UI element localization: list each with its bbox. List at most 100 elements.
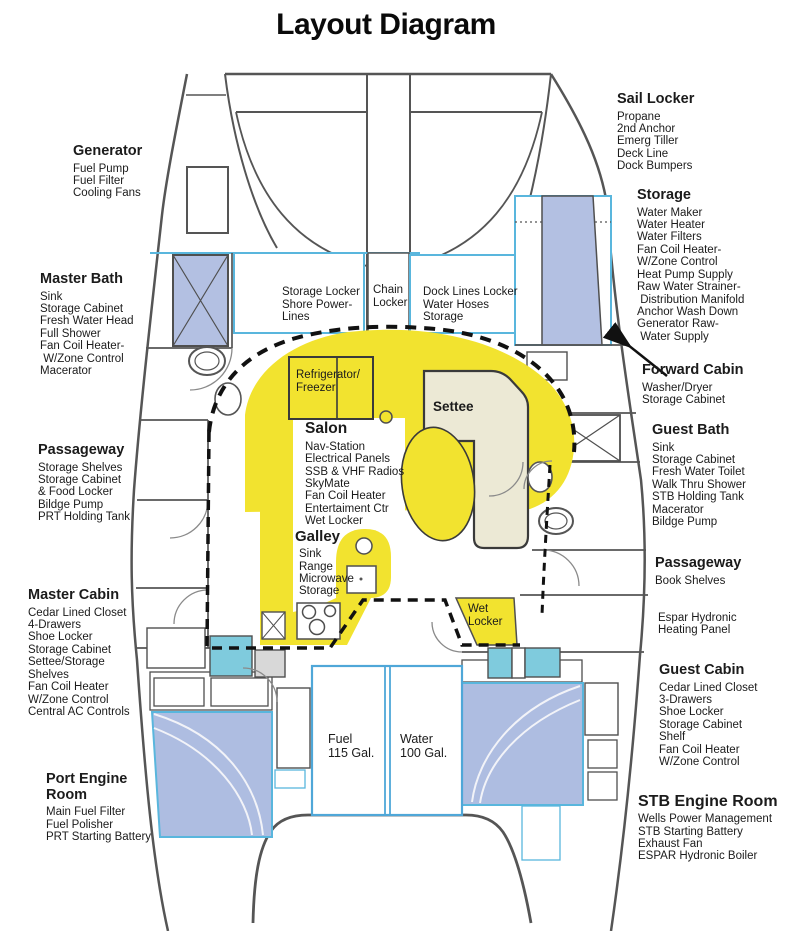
- salon-lower-dashed: [205, 431, 520, 650]
- master-sink: [188, 346, 226, 376]
- stb-berth: [461, 682, 584, 806]
- storage-pointer-arrow: [602, 322, 668, 377]
- passageway-port-label: Passageway Storage Shelves Storage Cabin…: [38, 442, 131, 524]
- tanks: [310, 664, 464, 817]
- burner: [301, 604, 317, 620]
- range-box: [296, 602, 341, 640]
- door-swing-arcs: [169, 347, 580, 703]
- page-title: Layout Diagram: [276, 8, 496, 41]
- galley-items: Sink Range Microwave Storage: [299, 548, 354, 598]
- passageway-port-items: Storage Shelves Storage Cabinet & Food L…: [38, 461, 131, 524]
- tank-divider: [384, 666, 391, 815]
- galley-label: Galley Sink Range Microwave Storage: [295, 528, 354, 598]
- stb-step: [521, 805, 561, 861]
- forward-cabin-heading: Forward Cabin: [642, 362, 744, 378]
- master-bath-label: Master Bath Sink Storage Cabinet Fresh W…: [40, 271, 134, 378]
- chain-locker-label: Chain Locker: [373, 284, 408, 309]
- water-tank-label: Water 100 Gal.: [400, 732, 448, 760]
- espar-panel-text: Espar Hydronic Heating Panel: [658, 612, 737, 637]
- storage-stb-heading: Storage: [637, 187, 691, 203]
- passageway-port-heading: Passageway: [38, 442, 125, 458]
- door-swing-arc: [189, 347, 233, 391]
- port-engine-room-heading: Port Engine Room: [46, 771, 128, 803]
- galley-heading: Galley: [295, 528, 341, 545]
- passageway-stb-label: Passageway Book Shelves: [655, 555, 741, 587]
- port-hull-outline: [130, 73, 189, 931]
- refrigerator-label: Refrigerator/ Freezer: [296, 369, 360, 394]
- foredeck-compartments: [150, 166, 612, 346]
- salon-post: [379, 410, 393, 424]
- dock-lines-locker-label: Dock Lines Locker Water Hoses Storage: [423, 286, 518, 324]
- salon-heading: Salon: [305, 420, 348, 437]
- guest-bath-label: Guest Bath Sink Storage Cabinet Fresh Wa…: [652, 422, 746, 529]
- small-locker: [511, 647, 526, 679]
- master-cabinet: [146, 627, 206, 669]
- galley-fixtures: [261, 537, 377, 640]
- salon-boundary-dashed: [205, 324, 577, 650]
- master-bath-heading: Master Bath: [40, 271, 123, 287]
- port-berth: [150, 711, 273, 838]
- wet-locker-label: Wet Locker: [468, 603, 503, 628]
- stb-engine-room-items: Wells Power Management STB Starting Batt…: [638, 813, 773, 863]
- teal-locker: [524, 647, 561, 678]
- fuel-tank-label: Fuel 115 Gal.: [328, 732, 375, 760]
- stb-engine-room-label: STB Engine Room Wells Power Management S…: [638, 793, 778, 863]
- forward-cabin-items: Washer/Dryer Storage Cabinet: [642, 381, 726, 407]
- door-swing-arc: [169, 499, 209, 539]
- trampoline-edge-port: [235, 111, 368, 267]
- burner: [323, 604, 337, 618]
- guest-toilet: [527, 461, 553, 493]
- sail-locker-label: Sail Locker Propane 2nd Anchor Emerg Til…: [617, 91, 695, 173]
- settee: [422, 369, 530, 550]
- gray-locker: [254, 649, 286, 678]
- pillow: [210, 677, 269, 707]
- generator-box: [186, 166, 229, 234]
- door-swing-arc: [488, 461, 524, 497]
- port-engine-room-label: Port Engine Room Main Fuel Filter Fuel P…: [46, 771, 152, 844]
- master-bath-items: Sink Storage Cabinet Fresh Water Head Fu…: [40, 290, 134, 378]
- pillow: [153, 677, 205, 707]
- guest-cabin-heading: Guest Cabin: [659, 662, 745, 678]
- stb-hull-outline: [549, 73, 646, 931]
- cockpit-outline: [251, 813, 533, 924]
- storage-locker-label: Storage Locker Shore Power- Lines: [282, 286, 360, 324]
- salon-label: Salon Nav-Station Electrical Panels SSB …: [305, 420, 405, 528]
- port-aft-cabinet: [276, 687, 311, 769]
- guest-bath-items: Sink Storage Cabinet Fresh Water Toilet …: [652, 441, 746, 529]
- water-tank-column: [541, 195, 603, 346]
- guest-bath-heading: Guest Bath: [652, 422, 730, 438]
- generator-items: Fuel Pump Fuel Filter Cooling Fans: [73, 162, 141, 200]
- forward-cabin-label: Forward Cabin Washer/Dryer Storage Cabin…: [642, 362, 744, 407]
- passageway-stb-items: Book Shelves: [655, 574, 726, 587]
- fuel-water-tanks: [310, 664, 464, 817]
- storage-stb-label: Storage Water Maker Water Heater Water F…: [637, 187, 745, 343]
- storage-locker-box: [233, 252, 365, 334]
- salon-dome-dashed-arc: [207, 324, 577, 453]
- teal-locker: [487, 647, 513, 679]
- master-cabin-heading: Master Cabin: [28, 587, 120, 603]
- guest-cabin-items: Cedar Lined Closet 3-Drawers Shoe Locker…: [659, 681, 758, 769]
- port-hull-inner-bow: [224, 73, 278, 249]
- port-step: [274, 769, 306, 789]
- teal-locker: [209, 635, 253, 677]
- sail-locker-heading: Sail Locker: [617, 91, 695, 107]
- settee-label: Settee: [433, 399, 474, 414]
- salon-items: Nav-Station Electrical Panels SSB & VHF …: [305, 440, 405, 528]
- storage-stb-items: Water Maker Water Heater Water Filters F…: [637, 206, 745, 343]
- refrigerator-box: [288, 356, 374, 420]
- sail-locker-items: Propane 2nd Anchor Emerg Tiller Deck Lin…: [617, 110, 693, 173]
- master-cabin-items: Cedar Lined Closet 4-Drawers Shoe Locker…: [28, 606, 130, 718]
- salon-floor: [293, 418, 405, 528]
- stb-engine-room-heading: STB Engine Room: [638, 793, 778, 810]
- guest-walkway-dashed: [540, 464, 552, 616]
- port-engine-room-items: Main Fuel Filter Fuel Polisher PRT Start…: [46, 806, 152, 844]
- door-swing-arc: [542, 549, 580, 587]
- pillow: [587, 771, 618, 801]
- dock-lines-locker-box: [409, 254, 521, 334]
- salon-table: [400, 426, 476, 542]
- generator-label: Generator Fuel Pump Fuel Filter Cooling …: [73, 143, 142, 200]
- hatch-cross: [261, 611, 286, 640]
- galley-floor: [293, 528, 337, 606]
